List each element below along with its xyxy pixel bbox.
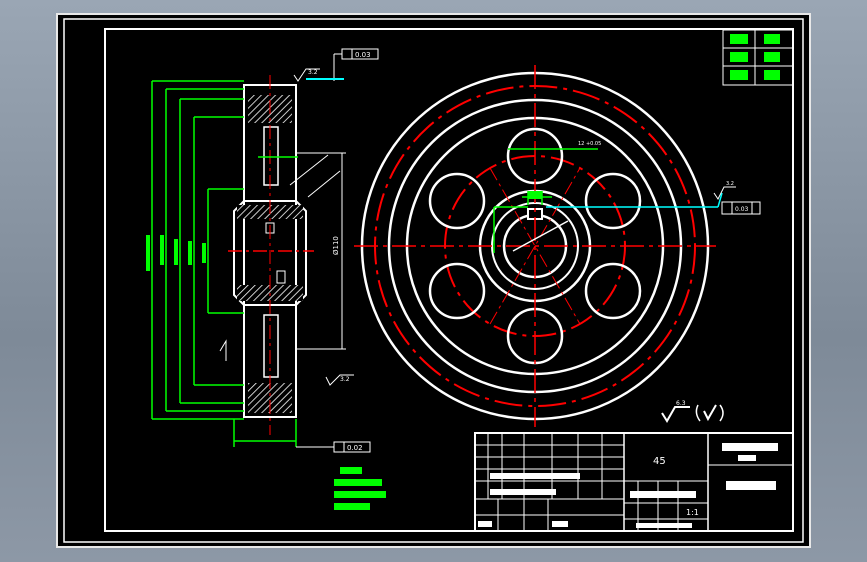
- corner-label-block: [722, 29, 794, 86]
- material-label: 45: [653, 456, 666, 467]
- section-view: [228, 75, 314, 435]
- svg-text:3.2: 3.2: [340, 376, 350, 383]
- title-block: [474, 432, 794, 532]
- tolerance-box-right: 0.03 3.2: [713, 181, 761, 215]
- svg-text:3.2: 3.2: [726, 181, 734, 187]
- hub-diameter-label: Ø110: [332, 236, 340, 255]
- check-mark-icon: [661, 404, 724, 423]
- tolerance-box-top: 0.03: [333, 48, 379, 81]
- svg-text:6.3: 6.3: [676, 400, 686, 407]
- outer-frame: [63, 18, 804, 543]
- svg-text:12 +0.05: 12 +0.05: [578, 141, 601, 147]
- tolerance-box-bottom: 0.02: [296, 441, 371, 453]
- dimension-lines: [151, 80, 298, 447]
- inner-frame: [104, 28, 794, 532]
- roughness-symbol-icon: [219, 68, 354, 386]
- drawing-canvas: Ø110 0.03 0.02 3.2 3.2: [63, 18, 804, 543]
- keyway-dimension: [493, 148, 598, 253]
- svg-text:0.03: 0.03: [735, 206, 749, 213]
- svg-text:0.03: 0.03: [355, 51, 371, 59]
- technical-requirements: [334, 467, 386, 510]
- svg-text:0.02: 0.02: [347, 444, 363, 452]
- scale-label: 1:1: [686, 508, 699, 517]
- svg-text:3.2: 3.2: [308, 69, 318, 76]
- cad-viewport[interactable]: Ø110 0.03 0.02 3.2 3.2: [56, 13, 811, 548]
- leader-line: [546, 192, 723, 208]
- hub-diameter-dimension: [289, 152, 346, 350]
- front-view: [354, 65, 716, 427]
- title-block-blocks: [478, 443, 778, 528]
